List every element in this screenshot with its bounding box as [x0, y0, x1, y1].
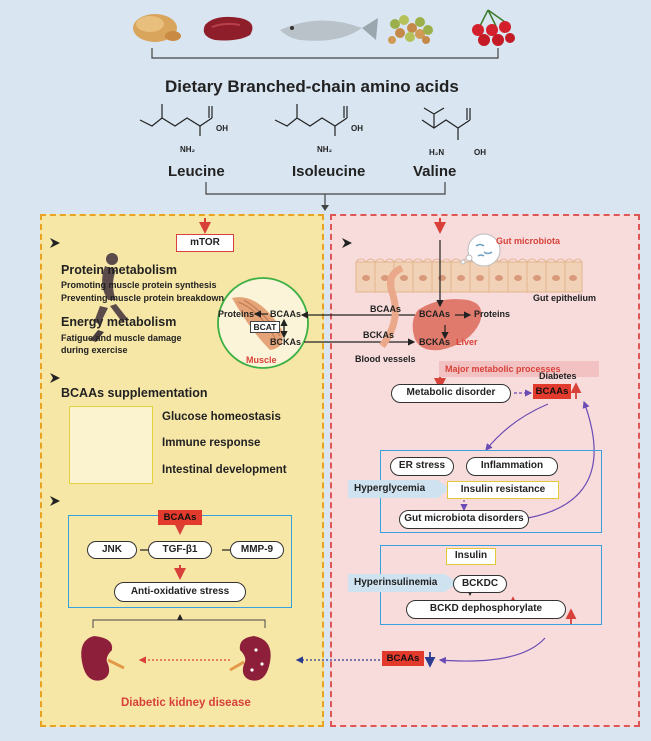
muscle-bcaas-label: BCAAs	[270, 309, 302, 319]
valine-oh: OH	[474, 148, 486, 157]
valine-structure	[421, 107, 471, 140]
box2-to-bcaas-arrow	[438, 637, 546, 665]
isoleucine-oh: OH	[351, 124, 363, 133]
liver-label: Liver	[456, 337, 478, 347]
supplement-image-box	[69, 406, 153, 484]
mmp-pill: MMP-9	[230, 541, 284, 559]
fatigue-text-1: Fatigue and muscle damage	[61, 333, 182, 343]
isoleucine-label: Isoleucine	[292, 163, 366, 180]
er-stress-pill: ER stress	[390, 457, 454, 476]
gut-epithelium-label: Gut epithelium	[533, 293, 596, 303]
leucine-oh: OH	[216, 124, 228, 133]
blood-vessels-label: Blood vessels	[355, 354, 416, 364]
bullet-arrow-4	[342, 238, 352, 248]
insulin-box: Insulin	[446, 548, 496, 565]
beef-icon	[203, 16, 253, 41]
bullet-arrow-3	[50, 496, 60, 506]
isoleucine-structure	[274, 104, 348, 136]
leucine-nh2: NH₂	[180, 145, 196, 154]
cherries-icon	[472, 9, 515, 46]
leucine-structure	[139, 104, 213, 136]
bcaas-liver-label: BCAAs	[419, 309, 451, 319]
bckd-dephosphorylate-pill: BCKD dephosphorylate	[406, 600, 566, 619]
muscle-bckas-label: BCKAs	[270, 337, 302, 347]
bckdc-pill: BCKDC	[453, 575, 507, 593]
food-bracket	[151, 48, 499, 59]
bckas-mid-label: BCKAs	[363, 330, 395, 340]
runner-icon	[90, 253, 127, 342]
insulin-resistance-box: Insulin resistance	[447, 481, 559, 499]
muscle-label: Muscle	[246, 355, 277, 365]
bcaas-top-label: BCAAs	[370, 304, 402, 314]
bcaas-supplementation-heading: BCAAs supplementation	[61, 386, 208, 400]
bcaas-diabetes-box: BCAAs	[533, 384, 571, 399]
gut-disorders-feedback-arrow	[527, 400, 595, 519]
effect-glucose: Glucose homeostasis	[162, 411, 281, 423]
dkd-label: Diabetic kidney disease	[121, 697, 251, 709]
chicken-icon	[133, 14, 181, 42]
bullet-arrow-1	[50, 238, 60, 248]
inflammation-pill: Inflammation	[466, 457, 558, 476]
blood-vessel	[379, 264, 404, 349]
energy-metabolism-heading: Energy metabolism	[61, 315, 177, 329]
leucine-label: Leucine	[168, 163, 225, 180]
pathway-bcaas-box: BCAAs	[158, 510, 202, 525]
bcat-box: BCAT	[250, 321, 280, 333]
isoleucine-nh2: NH₂	[317, 145, 333, 154]
diabetes-label: Diabetes	[539, 371, 577, 381]
promoting-text: Promoting muscle protein synthesis	[61, 280, 217, 290]
valine-nh2: H₂N	[429, 148, 445, 157]
valine-label: Valine	[413, 163, 457, 180]
effect-immune: Immune response	[162, 437, 261, 449]
fish-icon	[280, 18, 378, 41]
bcaas-bottom-box: BCAAs	[382, 651, 424, 666]
proteins-liver-label: Proteins	[474, 309, 511, 319]
fatigue-text-2: during exercise	[61, 345, 128, 355]
kidney-right-icon	[229, 636, 271, 681]
protein-metabolism-heading: Protein metabolism	[61, 263, 177, 277]
gut-microbiota-disorders-pill: Gut microbiota disorders	[399, 510, 529, 529]
effect-intestinal: Intestinal development	[162, 464, 287, 476]
anti-oxidative-pill: Anti-oxidative stress	[114, 582, 246, 602]
tgf-pill: TGF-β1	[148, 541, 212, 559]
kidney-bracket	[92, 619, 266, 628]
jnk-pill: JNK	[87, 541, 137, 559]
major-processes-label: Major metabolic processes	[439, 361, 599, 377]
preventing-text: Preventing muscle protein breakdown	[61, 293, 225, 303]
hyperinsulinemia-tag: Hyperinsulinemia	[348, 574, 458, 592]
muscle-proteins-label: Proteins	[218, 309, 255, 319]
aa-connector-arrowhead	[321, 205, 329, 211]
microbiota-icon	[460, 233, 501, 267]
top-diagram-svg	[133, 9, 515, 211]
mtor-box: mTOR	[176, 234, 234, 252]
gut-microbiota-label: Gut microbiota	[496, 236, 561, 246]
bcaas-to-er-box-arrow	[485, 403, 549, 451]
bullet-arrow-2	[50, 373, 60, 383]
page-title: Dietary Branched-chain amino acids	[165, 77, 459, 96]
hyperglycemia-tag: Hyperglycemia	[348, 480, 450, 498]
metabolic-disorder-pill: Metabolic disorder	[391, 384, 511, 403]
kidney-left-icon	[81, 636, 125, 681]
bckas-liver-label: BCKAs	[419, 337, 451, 347]
legumes-icon	[388, 15, 433, 44]
